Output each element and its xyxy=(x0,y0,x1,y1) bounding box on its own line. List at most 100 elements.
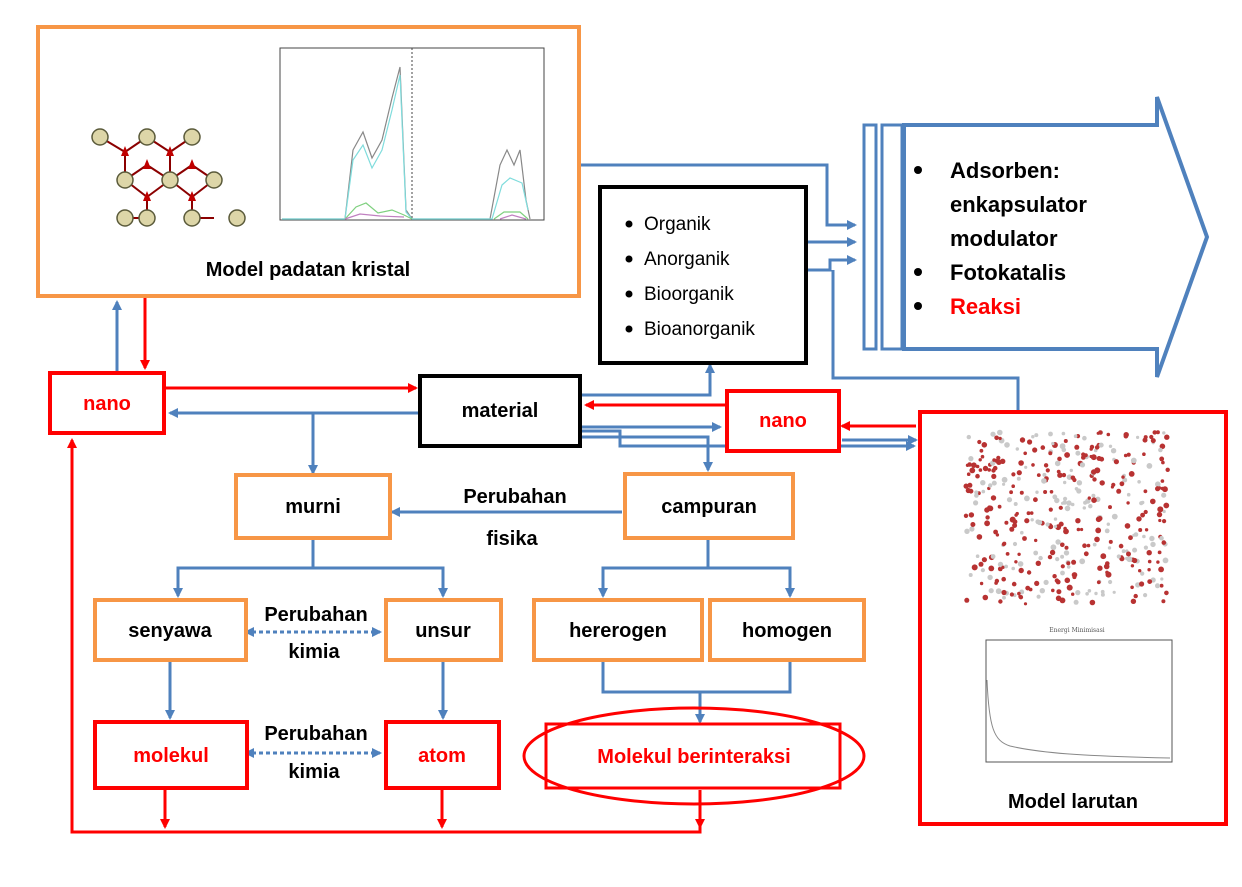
molecule-dot xyxy=(1031,463,1035,467)
molecule-dot xyxy=(1094,536,1100,543)
molecule-dot xyxy=(994,581,998,585)
molecule-dot xyxy=(1017,591,1021,596)
molecule-dot xyxy=(1075,590,1081,596)
molecule-dot xyxy=(1142,452,1146,457)
molecule-dot xyxy=(1161,460,1165,465)
molecule-dot xyxy=(1069,468,1074,473)
molecule-dot xyxy=(974,493,979,498)
molecule-dot xyxy=(1023,451,1027,456)
molecule-dot xyxy=(1028,587,1033,592)
molecule-dot xyxy=(1017,552,1021,556)
svg-text:campuran: campuran xyxy=(661,496,757,518)
node-material: material xyxy=(418,374,582,448)
molecule-dot xyxy=(1058,505,1063,510)
bullet-icon xyxy=(625,290,633,298)
molecule-dot xyxy=(1111,482,1116,487)
molecule-dot xyxy=(981,442,988,448)
molecule-dot xyxy=(1043,579,1049,586)
bullet-icon xyxy=(914,302,922,310)
molecule-dot xyxy=(1156,511,1163,518)
molecule-dot xyxy=(978,561,984,567)
molecule-dot xyxy=(968,573,973,577)
molecule-dot xyxy=(1034,433,1039,438)
class-item: Anorganik xyxy=(644,249,730,270)
molecule-dot xyxy=(1108,539,1113,544)
molecule-dot xyxy=(1032,447,1038,453)
edge-label-perubahan-kimia-bottom: Perubahan kimia xyxy=(264,723,367,783)
molecule-dot xyxy=(987,505,992,511)
molecule-dot xyxy=(1143,545,1148,550)
applications-arrow: Adsorben:enkapsulatormodulatorFotokatali… xyxy=(862,96,1210,378)
molecule-dot xyxy=(1011,581,1017,587)
svg-text:Perubahan: Perubahan xyxy=(264,604,367,626)
molecule-dot xyxy=(1066,561,1071,566)
molecule-dot xyxy=(1106,522,1111,526)
molecule-dot xyxy=(1045,468,1050,473)
molecule-dot xyxy=(979,448,984,453)
molecule-dot xyxy=(1018,567,1024,574)
molecule-dot xyxy=(1055,557,1060,562)
molecule-dot xyxy=(1100,553,1107,560)
molecule-dot xyxy=(963,513,969,518)
molecule-dot xyxy=(1092,477,1097,482)
molecule-dot xyxy=(1100,592,1105,597)
molecule-dot xyxy=(1103,563,1110,570)
svg-text:fisika: fisika xyxy=(486,528,538,550)
molecule-dot xyxy=(1049,490,1054,494)
molecule-dot xyxy=(1093,448,1098,453)
molecule-dot xyxy=(964,597,970,603)
molecule-dot xyxy=(1048,451,1053,456)
molecule-dot xyxy=(990,431,996,437)
molecule-dot xyxy=(975,554,980,558)
molecule-dot xyxy=(966,434,971,440)
molecule-dot xyxy=(1100,589,1105,594)
molecule-dot xyxy=(1143,593,1148,598)
molecule-dot xyxy=(1014,560,1018,564)
molecule-dot xyxy=(1070,475,1076,481)
molecule-dot xyxy=(1043,463,1049,468)
molecule-dot xyxy=(1022,536,1027,541)
molecule-dot xyxy=(1061,472,1067,478)
molecule-dot xyxy=(980,568,986,573)
molecule-dot xyxy=(1133,593,1138,599)
molecule-dot xyxy=(987,574,993,581)
molecule-dot xyxy=(990,554,996,559)
molecule-dot xyxy=(1052,574,1057,579)
molecule-dot xyxy=(1159,443,1166,450)
molecule-dot xyxy=(1030,518,1034,522)
molecule-dot xyxy=(1031,435,1035,439)
molecule-dot xyxy=(1108,579,1113,585)
molecule-dot xyxy=(984,520,990,527)
molecule-dot xyxy=(1063,480,1067,485)
molecule-dot xyxy=(1147,579,1153,584)
molecule-dot xyxy=(988,565,995,572)
molecule-dot xyxy=(1002,595,1006,600)
application-item: Reaksi xyxy=(950,294,1021,319)
molecule-dot xyxy=(1002,482,1006,486)
molecule-dot xyxy=(1119,481,1125,487)
molecule-dot xyxy=(981,557,988,563)
molecule-dot xyxy=(1072,575,1077,580)
molecule-dot xyxy=(1035,490,1039,494)
molecule-dot xyxy=(1060,570,1065,576)
molecule-dot xyxy=(1152,430,1157,435)
molecule-dot xyxy=(1092,542,1097,547)
molecule-dot xyxy=(1039,588,1046,594)
molecule-dot xyxy=(1075,518,1081,524)
molecule-dot xyxy=(979,581,984,586)
molecule-dot xyxy=(1060,542,1065,548)
molecule-dot xyxy=(1164,590,1169,596)
molecule-dot xyxy=(969,467,976,474)
molecule-dot xyxy=(988,483,993,488)
molecule-dot xyxy=(969,526,975,532)
node-atom: atom xyxy=(384,720,501,790)
molecule-dot xyxy=(1036,594,1041,599)
svg-text:nano: nano xyxy=(83,393,131,415)
molecule-dot xyxy=(1064,577,1071,584)
molecule-dot xyxy=(1159,535,1164,541)
molecule-dot xyxy=(1121,549,1126,554)
class-item: Bioanorganik xyxy=(644,319,755,340)
molecule-dot xyxy=(1060,564,1065,569)
molecule-dot xyxy=(1126,452,1131,457)
molecule-dot xyxy=(1079,558,1086,565)
